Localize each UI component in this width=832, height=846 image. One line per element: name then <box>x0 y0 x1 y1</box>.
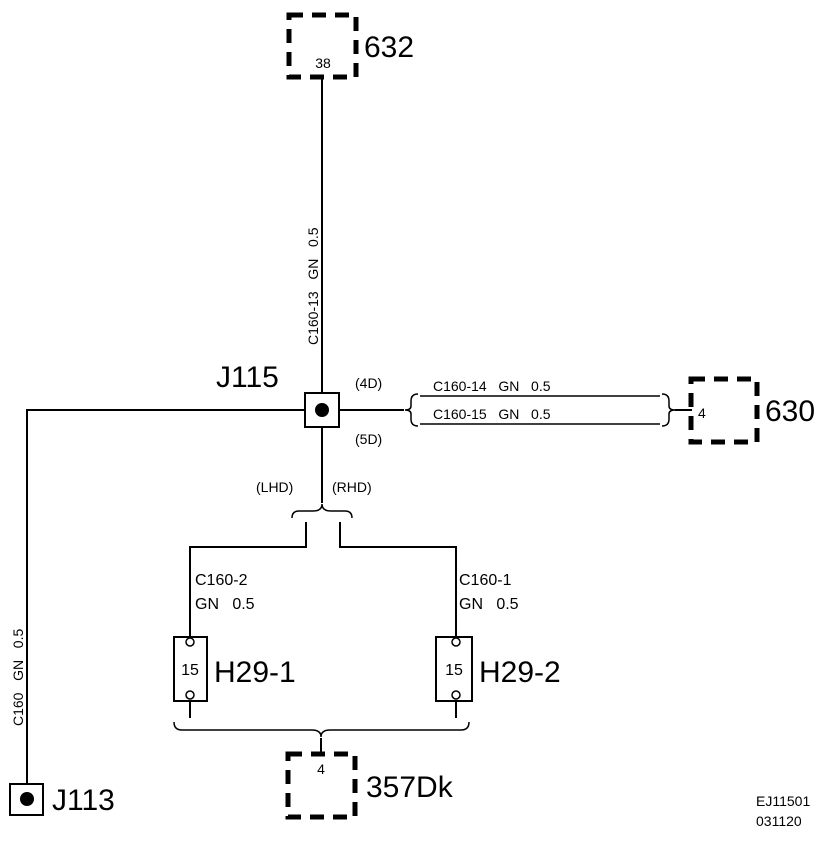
wire-c160-13-label: C160-13 GN 0.5 <box>305 227 321 345</box>
wire-c160-2-line <box>189 522 307 640</box>
fuse-h29-1-terminal-bottom <box>185 690 195 700</box>
variant-lhd-label: (LHD) <box>256 479 293 495</box>
split-brace-icon <box>291 503 353 519</box>
connector-630-outline <box>688 376 760 445</box>
join-brace-icon <box>173 721 470 738</box>
branch-to-630[interactable]: (4D) (5D) C160-14 GN 0.5 C160-15 GN 0.5 <box>339 375 692 447</box>
splice-j115-label: J115 <box>216 361 279 394</box>
connector-632-outline <box>286 12 359 80</box>
splice-j113-box <box>9 783 44 816</box>
fuse-h29-2-terminal-bottom <box>451 690 461 700</box>
right-brace-icon <box>661 393 676 427</box>
connector-630-label: 630 <box>765 395 815 428</box>
wire-c160-2-id: C160-2 <box>195 572 248 589</box>
fuse-h29-2-terminal-top <box>451 637 461 647</box>
wire-c160-13[interactable]: C160-13 GN 0.5 <box>305 79 323 394</box>
connector-630[interactable]: 4 630 <box>688 376 815 445</box>
fuse-h29-1-terminal-top <box>185 637 195 647</box>
drawing-code: EJ11501 <box>756 793 810 809</box>
variant-4d-label: (4D) <box>355 375 382 391</box>
splice-j113-dot <box>20 792 34 806</box>
connector-357dk-pin: 4 <box>317 761 325 777</box>
fuse-h29-1-rating: 15 <box>181 662 199 679</box>
connector-357dk-label: 357Dk <box>366 771 454 804</box>
splice-j115[interactable]: J115 <box>216 361 340 428</box>
connector-357dk[interactable]: 4 357Dk <box>285 751 454 820</box>
wire-c160-label: C160 GN 0.5 <box>10 629 26 726</box>
wire-c160-1-spec: GN 0.5 <box>459 596 519 613</box>
wire-c160-1-line <box>339 522 457 640</box>
fuse-h29-1[interactable]: 15 H29-1 <box>173 636 296 718</box>
connector-632-label: 632 <box>364 31 414 64</box>
splice-j115-dot <box>315 403 329 417</box>
wire-c160-15-label: C160-15 GN 0.5 <box>433 406 551 422</box>
connector-630-pin: 4 <box>698 405 706 421</box>
fuse-h29-2-rating: 15 <box>445 662 463 679</box>
variant-rhd-label: (RHD) <box>332 479 372 495</box>
fuse-h29-1-label: H29-1 <box>214 656 296 689</box>
branch-lhd-rhd[interactable]: (LHD) (RHD) C160-2 GN 0.5 C160-1 GN 0.5 <box>189 427 519 640</box>
wire-c160-14-label: C160-14 GN 0.5 <box>433 378 551 394</box>
wire-c160-1-id: C160-1 <box>459 572 512 589</box>
drawing-date: 031120 <box>756 813 802 829</box>
splice-j113-label: J113 <box>52 784 115 817</box>
wire-c160[interactable]: C160 GN 0.5 <box>10 409 305 786</box>
connector-357dk-outline <box>285 751 358 820</box>
wire-c160-2-spec: GN 0.5 <box>195 596 255 613</box>
fuse-h29-2-label: H29-2 <box>479 656 561 689</box>
branch-to-357dk[interactable] <box>173 721 470 752</box>
drawing-reference: EJ11501 031120 <box>756 793 810 829</box>
connector-632-pin: 38 <box>315 55 331 71</box>
connector-632[interactable]: 38 632 <box>286 12 414 80</box>
splice-j113[interactable]: J113 <box>9 783 115 817</box>
wire-c160-line <box>26 409 305 786</box>
left-brace-icon <box>404 393 419 427</box>
fuse-h29-2-body <box>435 636 473 702</box>
fuse-h29-2[interactable]: 15 H29-2 <box>435 636 561 718</box>
variant-5d-label: (5D) <box>355 431 382 447</box>
